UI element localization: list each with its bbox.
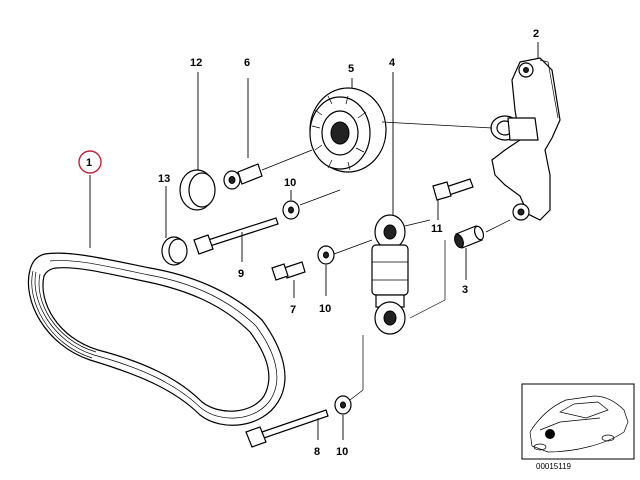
tensioner-bracket-part-2[interactable]: [490, 57, 561, 221]
callout-13[interactable]: 13: [158, 173, 170, 185]
callout-12[interactable]: 12: [190, 57, 202, 69]
highlight-circle-part-1: [78, 150, 102, 174]
callout-9[interactable]: 9: [238, 268, 244, 280]
washer-part-10-a[interactable]: [282, 200, 300, 220]
callout-10-c[interactable]: 10: [336, 446, 348, 458]
callout-11[interactable]: 11: [431, 223, 443, 235]
washer-part-10-b[interactable]: [317, 245, 335, 265]
callout-10-b[interactable]: 10: [319, 303, 331, 315]
bolt-part-8[interactable]: [245, 409, 329, 448]
idler-pulley-part-5[interactable]: [309, 87, 387, 173]
assembly-guide-lines: [299, 121, 511, 401]
callout-6[interactable]: 6: [244, 57, 250, 69]
vehicle-location-thumbnail[interactable]: [521, 383, 635, 460]
location-marker-icon: [545, 429, 555, 439]
bolt-part-6[interactable]: [223, 163, 263, 190]
washer-part-10-c[interactable]: [334, 395, 352, 415]
callout-4[interactable]: 4: [389, 57, 396, 69]
callout-10-a[interactable]: 10: [284, 177, 296, 189]
sleeve-part-3[interactable]: [453, 225, 485, 249]
damper-part-4[interactable]: [371, 214, 409, 335]
callout-2[interactable]: 2: [533, 28, 539, 40]
bolt-part-7[interactable]: [271, 261, 306, 281]
cap-part-12[interactable]: [179, 169, 216, 211]
callout-5[interactable]: 5: [348, 63, 354, 75]
callout-8[interactable]: 8: [314, 446, 320, 458]
callout-7[interactable]: 7: [290, 304, 296, 316]
belt-part-1[interactable]: [27, 252, 286, 426]
diagram-id: 00015119: [536, 462, 572, 471]
bolt-part-11[interactable]: [432, 178, 474, 201]
bolt-part-9[interactable]: [193, 217, 279, 255]
callout-3[interactable]: 3: [462, 284, 468, 296]
cap-part-13[interactable]: [161, 236, 188, 266]
axis-line-bolt-6: [261, 149, 313, 171]
callout-1[interactable]: 1: [86, 157, 92, 169]
